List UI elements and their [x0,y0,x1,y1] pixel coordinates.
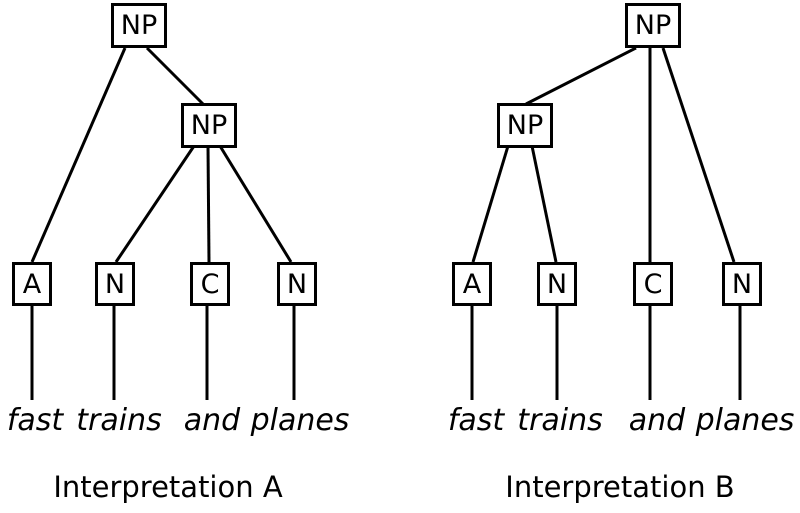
tree-a-leaf-n1-label: N [104,268,126,300]
tree-a-word-fast: fast [6,403,64,438]
tree-a-inner-np-node: NP [181,103,237,148]
tree-b-leaf-n1-label: N [546,268,568,300]
tree-b-root-np-node: NP [625,3,681,48]
tree-a-leaf-a-label: A [22,268,42,300]
tree-b-caption: Interpretation B [505,470,735,504]
tree-b-edge-inner-to-a [471,145,510,263]
tree-a-word-planes: planes [250,403,350,438]
tree-a-edge-inner-to-c [206,145,211,263]
tree-b-root-np-label: NP [634,10,672,41]
tree-a-leaf-n2-node: N [277,262,317,306]
tree-a-edge-inner-to-n2 [218,145,293,263]
tree-b-word-planes: planes [695,403,795,438]
tree-b-leaf-n1-node: N [537,262,577,306]
tree-b-edge-root-to-n2 [661,47,736,263]
tree-b-leaf-n2-label: N [731,268,753,300]
tree-b-word-and: and [628,403,686,438]
tree-b-inner-np-node: NP [497,103,553,148]
tree-b-word-trains: trains [517,403,603,438]
tree-a-edge-inner-to-n1 [114,145,196,263]
tree-a-leaf-n1-node: N [95,262,135,306]
tree-b-leaf-c-node: C [633,262,673,306]
tree-b-leaf-a-label: A [462,268,482,300]
tree-a-inner-np-label: NP [190,110,228,141]
tree-b-leaf-c-label: C [643,268,663,300]
tree-b-leaf-a-node: A [452,262,492,306]
tree-b-word-fast: fast [447,403,505,438]
tree-a-root-np-node: NP [111,3,167,48]
tree-a-leaf-c-node: C [190,262,230,306]
tree-b-inner-np-label: NP [506,110,544,141]
tree-a-edge-root-to-a [30,47,127,263]
tree-b-edge-inner-to-n1 [530,145,558,263]
tree-a-word-and: and [183,403,241,438]
tree-b-leaf-n2-node: N [722,262,762,306]
tree-a-word-trains: trains [76,403,162,438]
tree-a-leaf-a-node: A [12,262,52,306]
tree-a-leaf-n2-label: N [286,268,308,300]
tree-a-leaf-c-label: C [200,268,220,300]
tree-b-edge-root-to-inner-np [525,46,637,106]
tree-a-caption: Interpretation A [53,470,283,504]
tree-a-root-np-label: NP [120,10,158,41]
tree-a-edge-root-to-inner-np [145,46,205,106]
